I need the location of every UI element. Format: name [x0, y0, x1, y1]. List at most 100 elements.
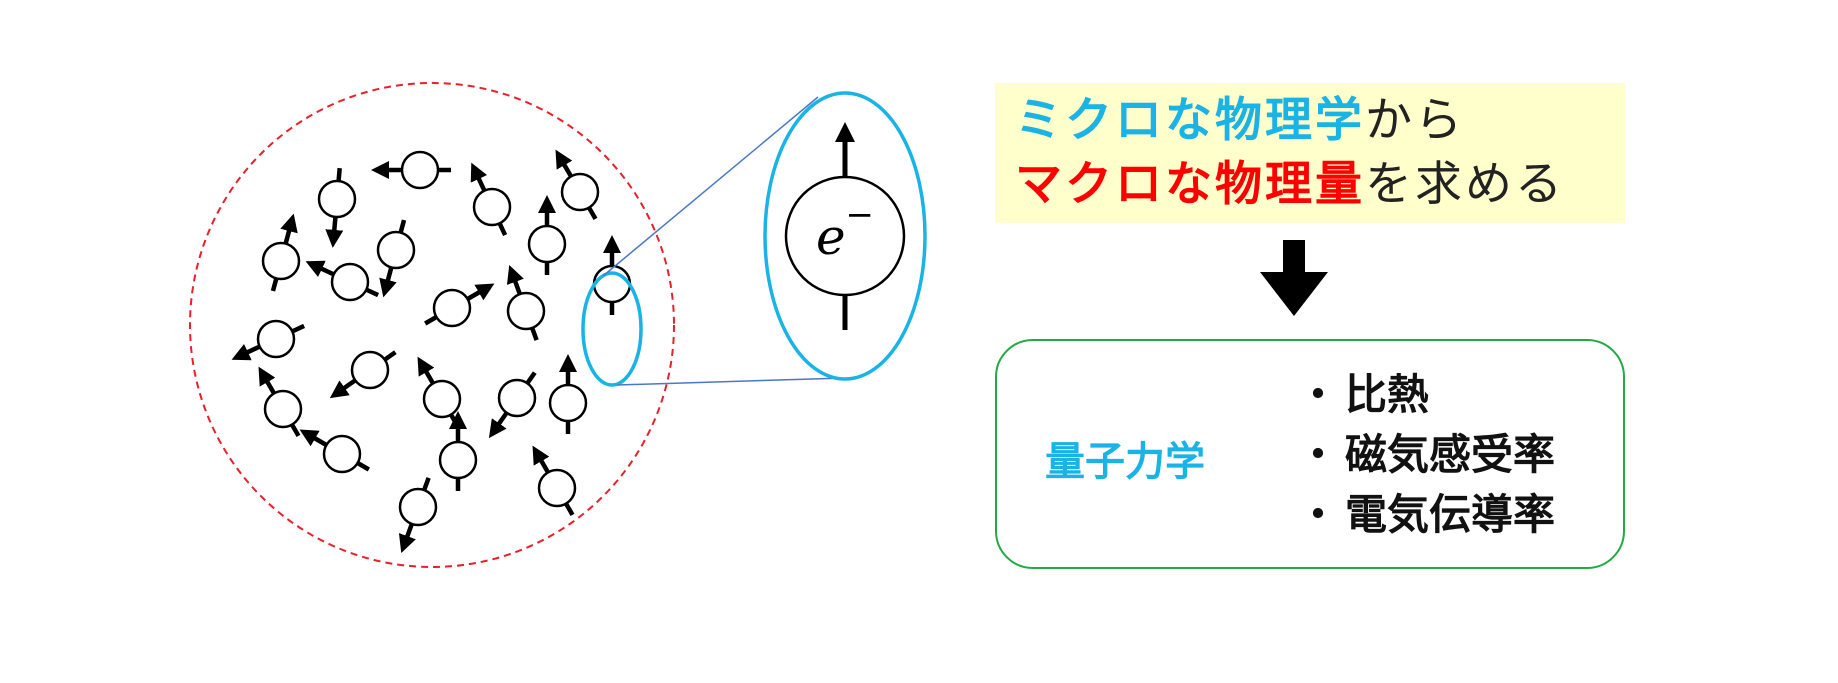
spin-arrow-icon — [231, 343, 261, 361]
spin-arrow-icon — [280, 213, 298, 245]
electron-circle — [376, 230, 416, 270]
spin-arrow-icon — [398, 523, 416, 554]
electron-spin — [261, 213, 301, 292]
spin-arrow-icon — [532, 445, 550, 474]
spin-tail — [270, 277, 279, 292]
electron-spin — [417, 356, 462, 427]
header-line-1: ミクロな物理学から — [1015, 89, 1625, 153]
electron-spin — [376, 219, 416, 298]
bullet-icon: ・ — [1297, 490, 1340, 539]
electron-circle — [537, 468, 577, 508]
electron-spin — [527, 195, 567, 275]
electron-spin — [371, 150, 451, 190]
electron-circle — [432, 288, 472, 328]
electron-circle — [256, 319, 296, 359]
electron-circle — [422, 379, 462, 419]
electron-circle — [398, 487, 438, 527]
electron-circle — [330, 262, 370, 302]
electron-spin — [424, 283, 495, 328]
spin-arrow-icon — [417, 356, 435, 385]
electron-spin — [398, 477, 438, 554]
spin-tail — [497, 222, 508, 237]
spin-tail — [525, 371, 537, 385]
list-item-label: 電気伝導率 — [1345, 490, 1556, 539]
zoomed-electron: e− — [784, 122, 906, 330]
electron-spin — [488, 371, 537, 439]
electron-circle — [560, 172, 600, 212]
electron-spin — [438, 411, 478, 491]
electron-spin — [299, 429, 370, 474]
spin-arrow-icon — [470, 162, 488, 192]
spin-tail — [365, 287, 380, 298]
bullet-icon: ・ — [1297, 430, 1340, 479]
list-item: ・電気伝導率 — [1297, 485, 1555, 545]
electron-symbol: e− — [816, 195, 874, 266]
electron-circle — [497, 378, 537, 418]
spin-tail — [290, 423, 301, 437]
header-line-2-suffix: を求める — [1365, 157, 1565, 212]
electron-spin — [548, 354, 588, 434]
electron-circle — [527, 224, 567, 264]
zoom-line-bottom — [616, 377, 846, 386]
electron-circle — [261, 241, 301, 281]
spin-tail — [383, 350, 397, 362]
spin-tail — [356, 461, 370, 472]
electron-spin — [231, 319, 306, 361]
electron-circle — [350, 350, 390, 390]
spin-tail — [587, 206, 598, 220]
electron-spin-group — [231, 149, 632, 554]
spin-tail — [564, 502, 575, 516]
electron-spin — [470, 162, 512, 237]
spin-tail — [530, 327, 539, 341]
electron-spin — [555, 149, 600, 220]
electron-circle — [472, 187, 512, 227]
electron-charge: − — [846, 195, 875, 235]
spin-arrow-icon — [466, 283, 495, 301]
list-item: ・比熱 — [1297, 365, 1555, 425]
electron-circle — [784, 175, 906, 297]
electron-spin — [506, 264, 546, 341]
list-item-label: 磁気感受率 — [1345, 430, 1556, 479]
electron-circle — [317, 179, 357, 219]
header-line-2: マクロな物理量を求める — [1015, 153, 1625, 217]
micro-physics-text: ミクロな物理学 — [1015, 93, 1365, 148]
electron-circle — [263, 389, 303, 429]
electron-circle — [438, 440, 478, 480]
list-item: ・磁気感受率 — [1297, 425, 1555, 485]
electron-circle — [400, 150, 440, 190]
spin-arrow-icon — [329, 378, 357, 399]
spin-arrow-icon — [488, 411, 509, 439]
spin-tail — [398, 219, 407, 234]
spin-arrow-icon — [506, 264, 524, 295]
spin-arrow-icon — [555, 149, 573, 178]
bullet-icon: ・ — [1297, 370, 1340, 419]
spin-arrow-icon — [299, 429, 328, 447]
spin-arrow-icon — [325, 216, 344, 248]
electron-spin — [532, 445, 577, 516]
zoom-line-top — [602, 96, 819, 277]
spin-tail — [424, 315, 438, 326]
quantum-mechanics-label: 量子力学 — [1045, 439, 1205, 485]
electron-circle — [506, 291, 546, 331]
header-line-1-suffix: から — [1365, 93, 1465, 148]
header-box: ミクロな物理学から マクロな物理量を求める — [995, 83, 1625, 223]
spin-arrow-icon — [258, 366, 276, 395]
spin-arrow-icon — [379, 266, 397, 298]
spin-arrow-icon — [305, 260, 335, 278]
selected-spin-ellipse — [581, 271, 643, 387]
electron-spin — [317, 167, 357, 248]
electron-spin — [329, 350, 397, 399]
result-box: 量子力学 ・比熱 ・磁気感受率 ・電気伝導率 — [995, 339, 1625, 569]
electron-spin — [305, 260, 380, 302]
electron-circle — [548, 383, 588, 423]
spin-tail — [291, 323, 306, 334]
material-region-outline — [189, 82, 675, 568]
down-arrow-icon — [1260, 240, 1328, 316]
list-item-label: 比熱 — [1345, 370, 1430, 419]
quantity-list: ・比熱 ・磁気感受率 ・電気伝導率 — [1297, 365, 1555, 545]
macro-quantity-text: マクロな物理量 — [1015, 157, 1365, 212]
electron-circle — [322, 434, 362, 474]
spin-tail — [422, 477, 431, 491]
electron-spin — [258, 366, 303, 437]
